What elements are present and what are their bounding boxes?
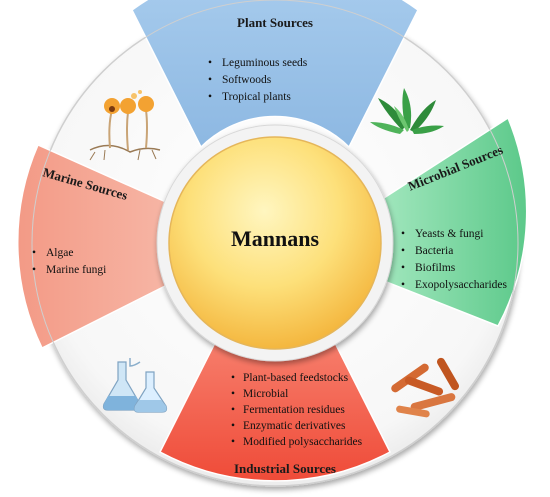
- center-circle: [168, 136, 382, 350]
- microbial-item: •Bacteria: [401, 245, 453, 257]
- plant-item: •Leguminous seeds: [208, 57, 308, 69]
- industrial-item: •Enzymatic derivatives: [231, 420, 346, 432]
- microbial-item: •Exopolysaccharides: [401, 279, 507, 291]
- industrial-item: •Fermentation residues: [231, 404, 345, 416]
- industrial-items-list: •Plant-based feedstocks •Microbial •Ferm…: [231, 372, 363, 448]
- plant-item: •Softwoods: [208, 74, 272, 86]
- plant-items-list: •Leguminous seeds •Softwoods •Tropical p…: [208, 57, 308, 103]
- microbial-item: •Biofilms: [401, 262, 456, 274]
- ring-border: [31, 0, 519, 487]
- plant-item: •Tropical plants: [208, 91, 291, 103]
- marine-item: •Algae: [32, 247, 73, 259]
- plant-sources-title: Plant Sources: [237, 15, 313, 30]
- lab-flasks-icon: [102, 358, 168, 413]
- plant-leaves-icon: [370, 88, 444, 134]
- sector-plant: [131, 0, 419, 149]
- fungi-sporangia-icon: [89, 90, 161, 161]
- industrial-sources-title: Industrial Sources: [234, 461, 336, 476]
- center-label: Mannans: [231, 226, 319, 251]
- industrial-item: •Plant-based feedstocks: [231, 372, 349, 384]
- marine-items-list: •Algae •Marine fungi: [32, 247, 106, 276]
- industrial-item: •Modified polysaccharides: [231, 436, 363, 448]
- industrial-item: •Microbial: [231, 388, 288, 400]
- microbial-items-list: •Yeasts & fungi •Bacteria •Biofilms •Exo…: [401, 228, 507, 291]
- microbial-item: •Yeasts & fungi: [401, 228, 483, 240]
- bacteria-rods-icon: [391, 357, 459, 418]
- marine-item: •Marine fungi: [32, 264, 106, 276]
